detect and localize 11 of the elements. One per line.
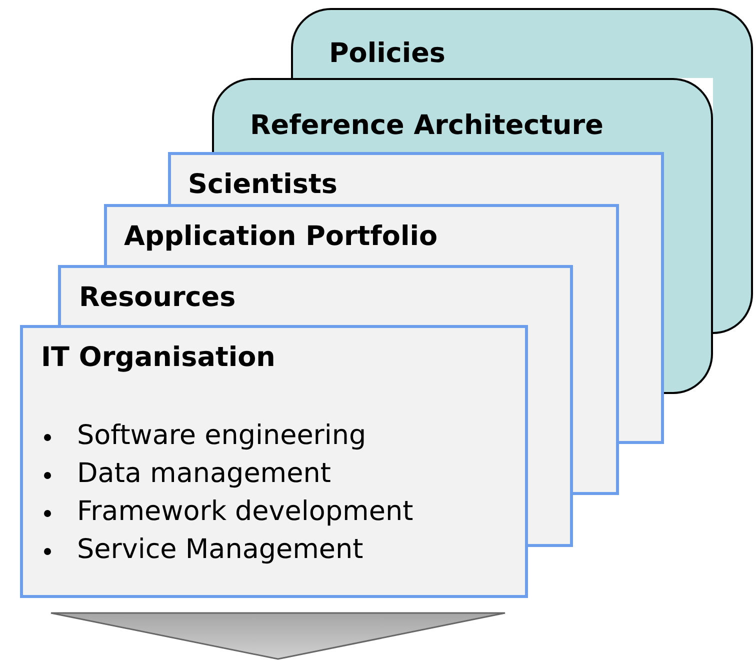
card-title: Policies: [329, 38, 446, 70]
card-title: Reference Architecture: [250, 110, 604, 142]
card-title: Scientists: [188, 169, 338, 201]
bullet-item: Data management: [77, 458, 331, 490]
card-title: Application Portfolio: [124, 221, 438, 253]
bullet-item: Service Management: [77, 534, 364, 566]
card: [20, 325, 528, 598]
bullet-item: Framework development: [77, 496, 414, 528]
card-title: Resources: [79, 282, 236, 314]
card-title: IT Organisation: [41, 342, 276, 374]
bullet-item: Software engineering: [77, 420, 366, 452]
